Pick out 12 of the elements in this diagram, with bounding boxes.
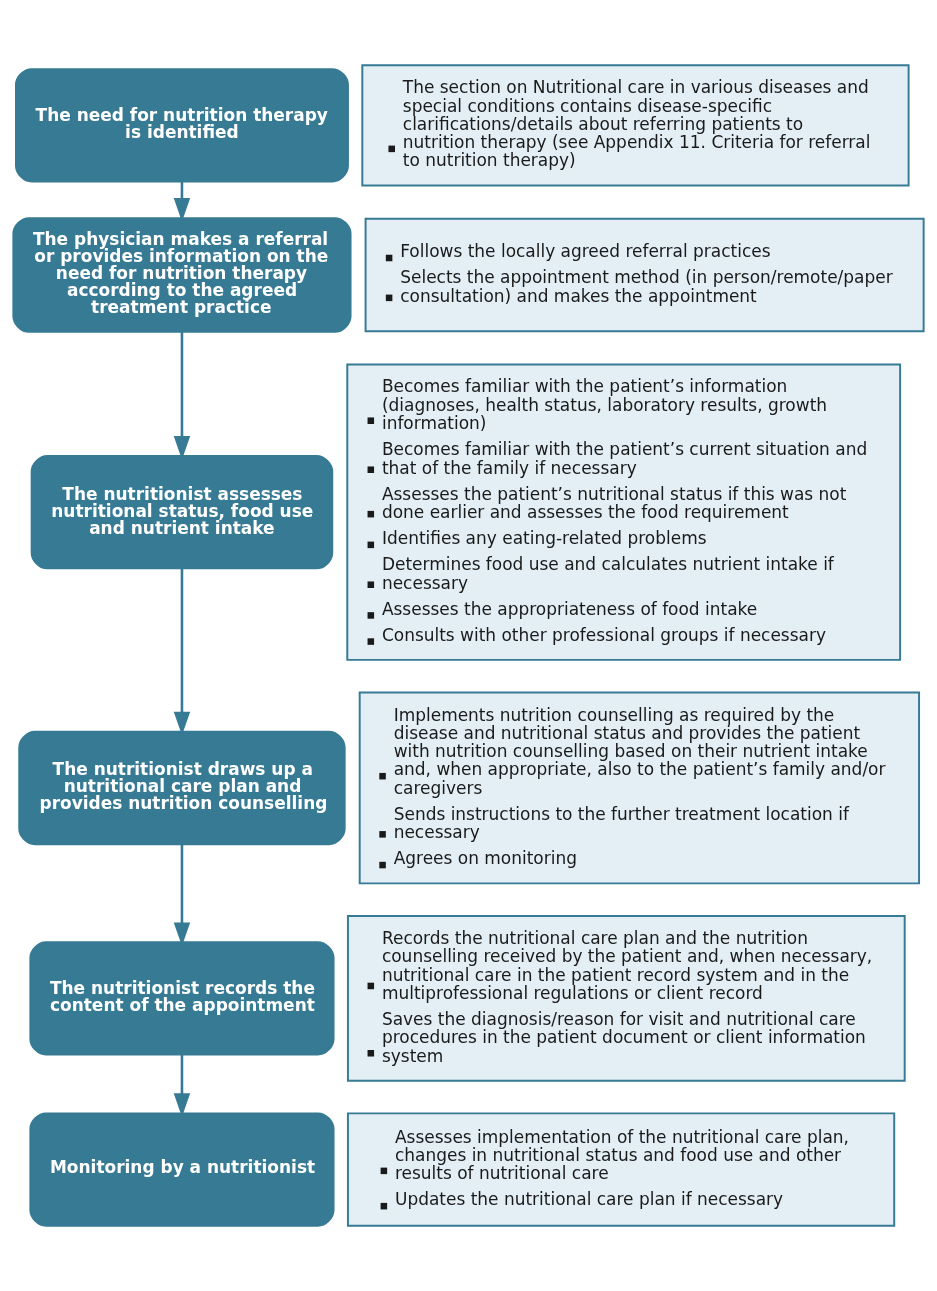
node-box: The need for nutrition therapy is identified [15,68,349,183]
node-box: Records the nutritional care plan and the nutrition counselling received by the patient and, when necessary, nutritional care in the patient record system and in the multiprofessional regulations or client record Saves the diagnosis/reason for visit and nutritional care procedures in the patient document or client information system [346,915,906,1082]
node-box: Monitoring by a nutritionist [29,1112,335,1227]
node-box: The physician makes a referral or provides information on the need for nutrition therapy according to the agreed treatment practice [12,217,352,333]
node-box: Becomes familiar with the patient’s information (diagnoses, health status, laboratory results, growth information) Becomes familiar with the patient’s current situation and that of the family if necessary Assesses the patient’s nutritional status if this was not done earlier and assesses the food requirement Identifies any eating-related problems Determines food use and calculates nutrient intake if necessary Assesses the appropriateness of food intake Consults with other professional groups if necessary [346,363,902,661]
node-box: Implements nutrition counselling as required by the disease and nutritional status and provides the patient with nutrition counselling based on their nutrient intake and, when appropriate, also to the patient’s family and/or caregivers Sends instructions to the further treatment location if necessary Agrees on monitoring [358,691,921,885]
node-box: The section on Nutritional care in various diseases and special conditions contains disease-specific clarifications/details about referring patients to nutrition therapy (see Appendix 11. Criteria for referral to nutrition therapy) [361,64,910,187]
node-box: Follows the locally agreed referral practices Selects the appointment method (in person/remote/paper consultation) and makes the appointment [364,217,925,333]
node-box: Assesses implementation of the nutritional care plan, changes in nutritional status and food use and other results of nutritional care Updates the nutritional care plan if necessary [346,1112,896,1227]
node-box: The nutritionist draws up a nutritional care plan and provides nutrition counselling [18,730,346,846]
node-box: The nutritionist assesses nutritional status, food use and nutrient intake [30,455,334,570]
node-box: The nutritionist records the content of the appointment [29,941,335,1056]
